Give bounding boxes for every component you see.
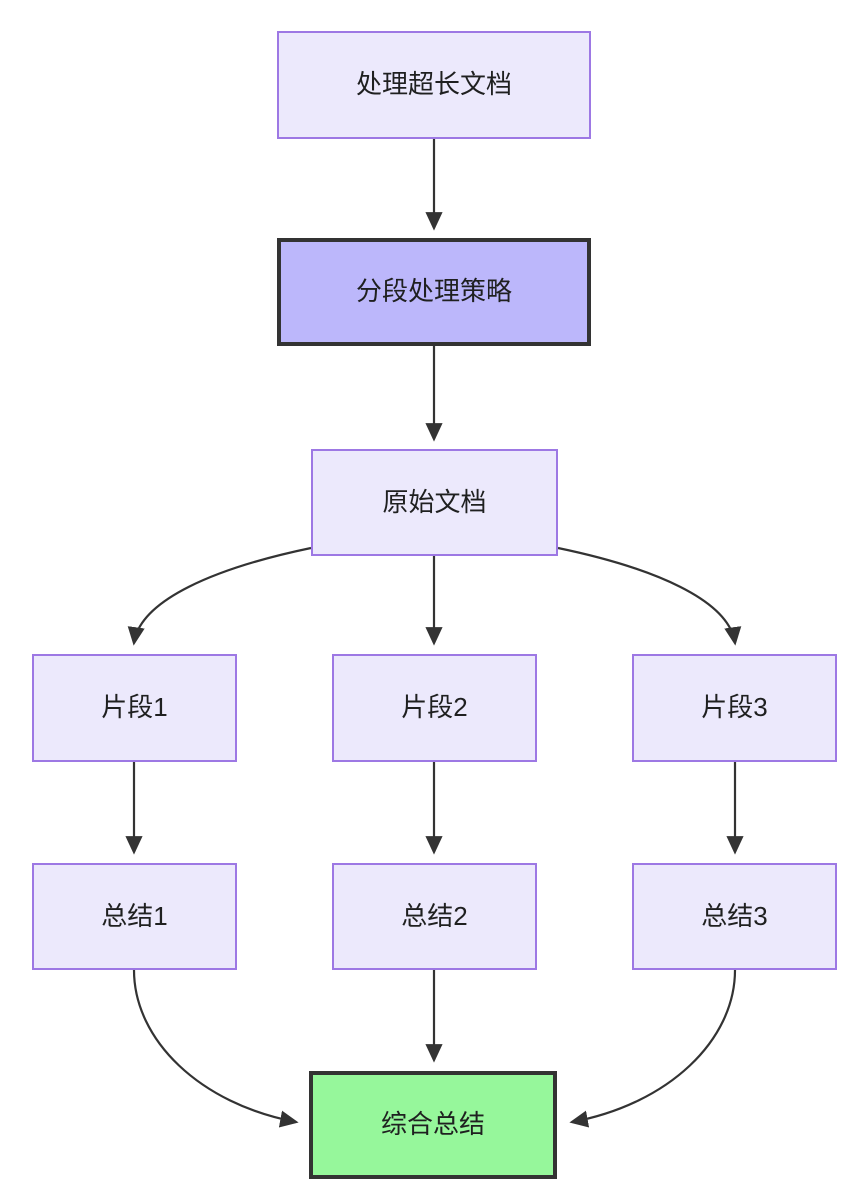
node-label: 总结3 bbox=[701, 900, 768, 931]
node-label: 综合总结 bbox=[380, 1109, 485, 1140]
node-chunk-2[interactable]: 片段2 bbox=[332, 654, 537, 762]
node-label: 处理超长文档 bbox=[355, 69, 512, 100]
node-label: 片段1 bbox=[101, 692, 168, 723]
node-label: 原始文档 bbox=[382, 486, 487, 517]
node-source-document[interactable]: 原始文档 bbox=[311, 449, 558, 556]
node-process-long-document[interactable]: 处理超长文档 bbox=[277, 31, 591, 139]
edge-summary3-to-final bbox=[569, 969, 737, 1128]
edge-source-to-chunk1 bbox=[127, 546, 312, 646]
node-label: 片段2 bbox=[401, 692, 468, 723]
node-chunking-strategy[interactable]: 分段处理策略 bbox=[277, 238, 591, 346]
node-label: 总结1 bbox=[101, 900, 168, 931]
node-summary-2[interactable]: 总结2 bbox=[332, 863, 537, 970]
node-label: 片段3 bbox=[701, 692, 768, 723]
node-summary-3[interactable]: 总结3 bbox=[632, 863, 837, 970]
node-chunk-1[interactable]: 片段1 bbox=[32, 654, 237, 762]
node-summary-1[interactable]: 总结1 bbox=[32, 863, 237, 970]
edge-summary1-to-final bbox=[132, 969, 299, 1128]
node-label: 分段处理策略 bbox=[355, 276, 512, 307]
node-chunk-3[interactable]: 片段3 bbox=[632, 654, 837, 762]
node-final-summary[interactable]: 综合总结 bbox=[309, 1071, 557, 1179]
edge-source-to-chunk3 bbox=[557, 546, 742, 646]
node-label: 总结2 bbox=[401, 900, 468, 931]
